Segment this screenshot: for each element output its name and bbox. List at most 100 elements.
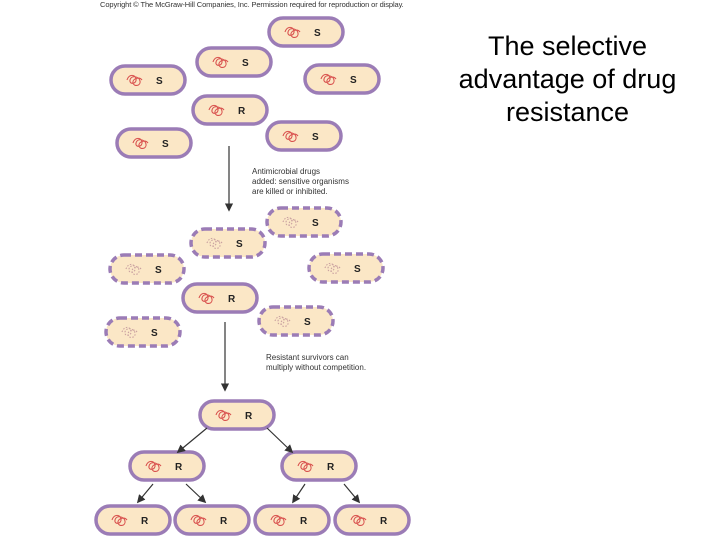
- cell-label: S: [312, 218, 319, 229]
- stage2-cell-sensitive: S: [104, 316, 182, 348]
- dna-icon: [270, 514, 287, 526]
- cell-body: [189, 227, 267, 259]
- dna-icon: [324, 262, 341, 274]
- step1-note-line-1: Antimicrobial drugs: [252, 167, 320, 176]
- stage1-cell-sensitive: S: [115, 127, 193, 159]
- stage1-cell-sensitive: S: [265, 120, 343, 152]
- cell-body: [195, 46, 273, 78]
- cell-label: R: [141, 516, 149, 527]
- stage3-cell-resistant: R: [128, 450, 206, 482]
- stage1-cell-sensitive: S: [267, 16, 345, 48]
- cell-label: S: [156, 76, 163, 87]
- dna-icon: [206, 237, 223, 249]
- step1-note-line-2: added: sensitive organisms: [252, 177, 349, 186]
- slide-title: The selective advantage of drug resistan…: [440, 30, 695, 129]
- split-arrow-2: [185, 483, 207, 504]
- stage2-cell-sensitive: S: [189, 227, 267, 259]
- title-line-1: The selective: [487, 31, 648, 61]
- step1-note-line-3: are killed or inhibited.: [252, 187, 328, 196]
- dna-icon: [297, 460, 314, 472]
- dna-icon: [282, 130, 299, 142]
- title-line-3: resistance: [505, 97, 630, 127]
- cell-label: R: [380, 516, 388, 527]
- dna-icon: [284, 26, 301, 38]
- dna-icon: [145, 460, 162, 472]
- dna-icon: [132, 137, 149, 149]
- stage2-cell-sensitive: S: [265, 206, 343, 238]
- stage3-cell-resistant: R: [280, 450, 358, 482]
- step2-note-line-1: Resistant survivors can: [266, 353, 349, 362]
- cell-body: [198, 399, 276, 431]
- stage2-cell-resistant: R: [181, 282, 259, 314]
- cell-body: [280, 450, 358, 482]
- cell-body: [181, 282, 259, 314]
- cell-body: [109, 64, 187, 96]
- cell-label: R: [220, 516, 228, 527]
- cell-label: R: [300, 516, 308, 527]
- split-arrow-right: [266, 427, 294, 454]
- dna-icon: [125, 263, 142, 275]
- stage2-cell-sensitive: S: [257, 305, 335, 337]
- cell-body: [108, 253, 186, 285]
- cell-body: [333, 504, 411, 536]
- step2-note-line-2: multiply without competition.: [266, 363, 366, 372]
- cell-label: S: [304, 317, 311, 328]
- cell-label: S: [312, 132, 319, 143]
- stage3-cell-resistant: R: [94, 504, 172, 536]
- dna-icon: [208, 104, 225, 116]
- dna-icon: [212, 56, 229, 68]
- cell-label: S: [162, 139, 169, 150]
- cell-label: R: [228, 294, 236, 305]
- stage1-cell-sensitive: S: [195, 46, 273, 78]
- cell-label: S: [350, 75, 357, 86]
- split-arrow-3: [292, 483, 306, 504]
- split-arrow-4: [343, 483, 361, 504]
- stage3-cell-resistant: R: [253, 504, 331, 536]
- dna-icon: [198, 292, 215, 304]
- cell-body: [303, 63, 381, 95]
- split-arrow-1: [136, 483, 154, 504]
- cell-label: S: [242, 58, 249, 69]
- dna-icon: [320, 73, 337, 85]
- cell-body: [173, 504, 251, 536]
- stage2-cell-sensitive: S: [307, 252, 385, 284]
- title-line-2: advantage of drug: [458, 64, 677, 94]
- dna-icon: [282, 216, 299, 228]
- cell-label: S: [155, 265, 162, 276]
- cell-body: [115, 127, 193, 159]
- cell-body: [128, 450, 206, 482]
- cell-label: R: [327, 462, 335, 473]
- cell-body: [267, 16, 345, 48]
- cell-body: [104, 316, 182, 348]
- stage1-cell-sensitive: S: [303, 63, 381, 95]
- cell-label: R: [175, 462, 183, 473]
- cell-body: [94, 504, 172, 536]
- cell-label: R: [238, 106, 246, 117]
- stage3-cell-resistant: R: [198, 399, 276, 431]
- cell-label: S: [354, 264, 361, 275]
- cell-body: [307, 252, 385, 284]
- dna-icon: [111, 514, 128, 526]
- dna-icon: [350, 514, 367, 526]
- cell-label: S: [151, 328, 158, 339]
- dna-icon: [215, 409, 232, 421]
- cell-body: [191, 94, 269, 126]
- cell-body: [265, 120, 343, 152]
- cell-body: [257, 305, 335, 337]
- copyright-notice: Copyright © The McGraw-Hill Companies, I…: [100, 0, 404, 9]
- cell-label: S: [314, 28, 321, 39]
- dna-icon: [121, 326, 138, 338]
- stage1-cell-sensitive: S: [109, 64, 187, 96]
- stage3-cell-resistant: R: [333, 504, 411, 536]
- cell-label: R: [245, 411, 253, 422]
- dna-icon: [190, 514, 207, 526]
- split-arrow-left: [176, 427, 208, 454]
- stage2-cell-sensitive: S: [108, 253, 186, 285]
- cell-body: [265, 206, 343, 238]
- cell-label: S: [236, 239, 243, 250]
- stage1-cell-resistant: R: [191, 94, 269, 126]
- cell-body: [253, 504, 331, 536]
- dna-icon: [274, 315, 291, 327]
- stage3-cell-resistant: R: [173, 504, 251, 536]
